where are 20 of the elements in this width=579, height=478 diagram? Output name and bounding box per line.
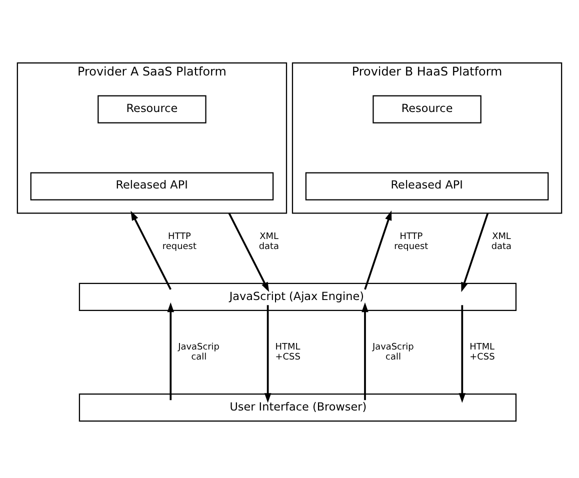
arrow: [362, 302, 368, 400]
edge-label: JavaScrip call: [178, 342, 220, 362]
arrow: [130, 210, 172, 290]
edge-label: HTML +CSS: [470, 342, 495, 362]
node-box: Released API: [305, 172, 549, 200]
node-box: Resource: [98, 95, 206, 124]
edge-label: XML data: [258, 232, 280, 252]
arrow: [461, 212, 489, 292]
arrow: [364, 210, 392, 290]
arrow: [228, 212, 270, 292]
node-box: Resource: [372, 95, 482, 124]
edge-label: HTTP request: [394, 232, 428, 252]
edge-label: HTML +CSS: [275, 342, 300, 362]
node-box: Released API: [30, 172, 274, 200]
arrow: [458, 305, 466, 403]
edge-label: XML data: [491, 232, 512, 252]
edge-label: JavaScrip call: [372, 342, 414, 362]
arrow: [264, 305, 272, 403]
edge-label: HTTP request: [162, 232, 196, 252]
arrow: [167, 302, 174, 400]
